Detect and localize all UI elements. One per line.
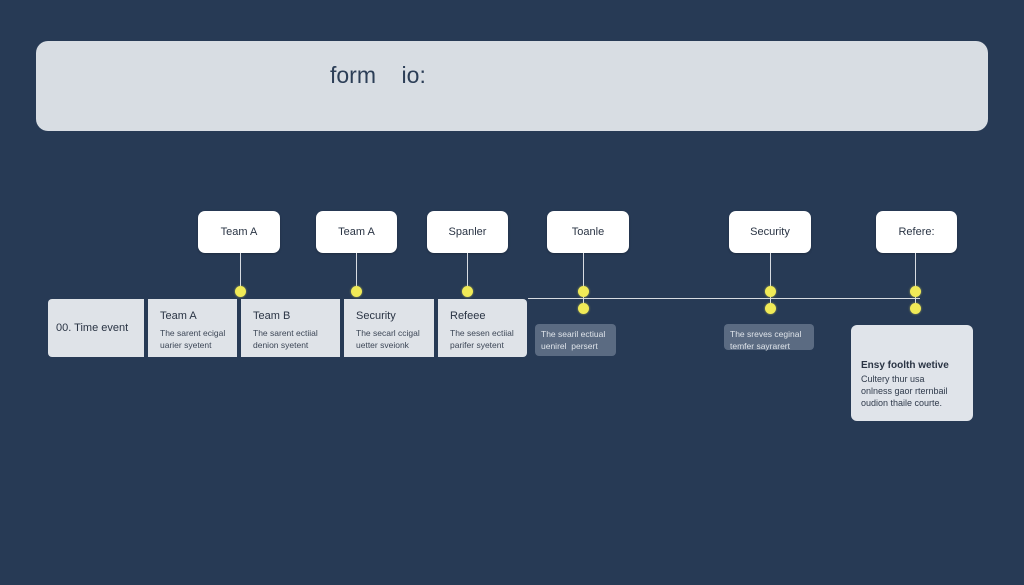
- timeline-dot: [351, 286, 362, 297]
- cell-title: Refeee: [450, 310, 486, 322]
- top-label-toanle: Toanle: [547, 211, 629, 253]
- cell-title: Team A: [160, 310, 197, 322]
- connector-line: [770, 253, 771, 309]
- callout-title: Ensy foolth wetive: [861, 360, 949, 371]
- timeline-dot: [462, 286, 473, 297]
- connector-line: [240, 253, 241, 291]
- timeline-axis: [528, 298, 920, 299]
- row-cell-refeee: Refeee The sesen ectiial parifer syetent: [438, 299, 527, 357]
- connector-line: [356, 253, 357, 291]
- cell-title: Security: [356, 310, 396, 322]
- callout-body: Cultery thur usa onlness gaor rternbail …: [861, 374, 948, 408]
- row-header-label: 00. Time event: [56, 322, 129, 334]
- row-cell-team-b: Team B The sarent ectiial denion syetent: [241, 299, 340, 357]
- note-card: The sreves ceginal temfer sayrarert: [724, 324, 814, 351]
- top-label-team-a-2: Team A: [316, 211, 397, 253]
- top-label-team-a-1: Team A: [198, 211, 280, 253]
- timeline-dot: [235, 286, 246, 297]
- connector-line: [915, 253, 916, 309]
- cell-desc: The sesen ectiial parifer syetent: [450, 328, 514, 350]
- top-label-refere: Refere:: [876, 211, 957, 253]
- top-label-spanler: Spanler: [427, 211, 508, 253]
- title-banner: [36, 41, 988, 131]
- callout-card: Ensy foolth wetive Cultery thur usa onln…: [851, 325, 973, 421]
- top-label-security: Security: [729, 211, 811, 253]
- connector-line: [583, 253, 584, 309]
- timeline-dot: [578, 286, 589, 297]
- cell-desc: The sarent ecigal uarier syetent: [160, 328, 226, 350]
- cell-desc: The secarl ccigal uetter sveionk: [356, 328, 420, 350]
- connector-line: [467, 253, 468, 291]
- cell-title: Team B: [253, 310, 291, 322]
- row-cell-security: Security The secarl ccigal uetter sveion…: [344, 299, 434, 357]
- timeline-dot: [765, 303, 776, 314]
- timeline-dot: [910, 303, 921, 314]
- timeline-dot: [765, 286, 776, 297]
- timeline-dot: [578, 303, 589, 314]
- banner-title: form io:: [330, 62, 426, 88]
- timeline-dot: [910, 286, 921, 297]
- cell-desc: The sarent ectiial denion syetent: [253, 328, 318, 350]
- row-cell-team-a: Team A The sarent ecigal uarier syetent: [148, 299, 237, 357]
- row-header-cell: 00. Time event: [48, 299, 144, 357]
- note-card: The searil ectiual uenirel persert: [535, 324, 616, 356]
